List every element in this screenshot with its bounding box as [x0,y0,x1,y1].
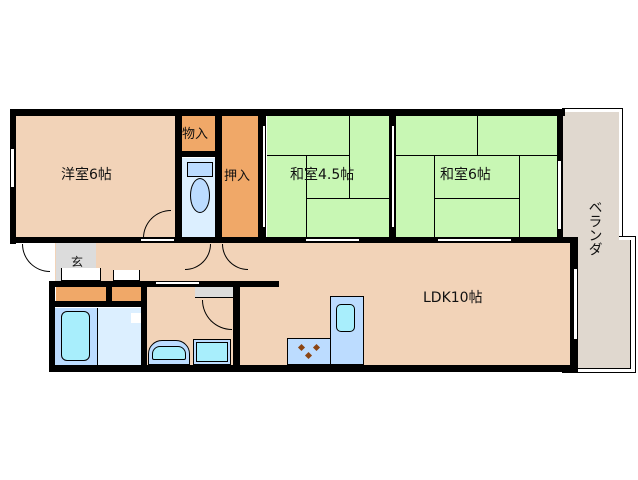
sliding-door[interactable] [140,238,175,242]
oshiire [222,116,259,238]
japanese-room-6 [396,116,558,238]
toilet-tank-icon [187,162,213,177]
wall [233,286,240,371]
shoe-cabinet [112,286,141,301]
oshiire-label: 押入 [224,169,251,184]
japanese-room-6-label: 和室6帖 [440,167,491,183]
tatami-line [267,155,349,156]
window[interactable] [262,125,266,228]
storage-closet-label: 物入 [182,127,209,142]
entrance-door[interactable] [22,244,50,272]
entrance-label: 玄 [71,255,84,269]
wall [175,116,182,243]
washbasin-bowl [152,346,186,360]
sliding-door[interactable] [305,238,360,242]
japanese-room-4-5-label: 和室4.5帖 [290,167,355,183]
balcony [563,112,619,242]
shoe-cabinet-door-icon [113,270,140,281]
kitchen-sink-icon [336,304,355,332]
bathroom-door[interactable] [131,313,141,323]
tatami-line [349,116,350,198]
stove-counter [287,338,331,365]
wall [10,237,570,243]
wall [215,116,222,243]
balcony-label-text: ベランダ [586,200,603,256]
tatami-line [306,198,389,199]
tatami-line [396,155,558,156]
tatami-line [306,155,307,238]
shoe-cabinet-door-icon [61,268,101,281]
bathtub-icon [61,311,90,361]
toilet-bowl-icon [190,178,210,213]
storage-door[interactable] [168,118,178,128]
sliding-door[interactable] [437,238,512,242]
window[interactable] [10,148,15,188]
wall [10,109,565,116]
shoe-cabinet [56,286,106,301]
window[interactable] [391,125,395,228]
wall [182,151,222,157]
wall [141,281,147,371]
storage-closet [182,116,216,152]
washing-machine-space [195,286,233,298]
tatami-line [434,198,520,199]
window[interactable] [557,160,562,230]
western-room-label: 洋室6帖 [61,167,112,183]
wall [49,281,55,371]
japanese-room-4-5 [267,116,389,238]
wall [106,286,112,302]
washing-machine-inner [196,342,228,362]
wall [55,301,147,307]
wall [49,365,578,372]
tatami-line [519,155,520,238]
tatami-line [434,155,435,238]
balcony-label: ベランダ [584,200,604,261]
ldk-label: LDK10帖 [423,290,483,306]
sliding-door[interactable] [155,281,200,285]
window[interactable] [573,268,578,340]
tatami-line [477,116,478,155]
